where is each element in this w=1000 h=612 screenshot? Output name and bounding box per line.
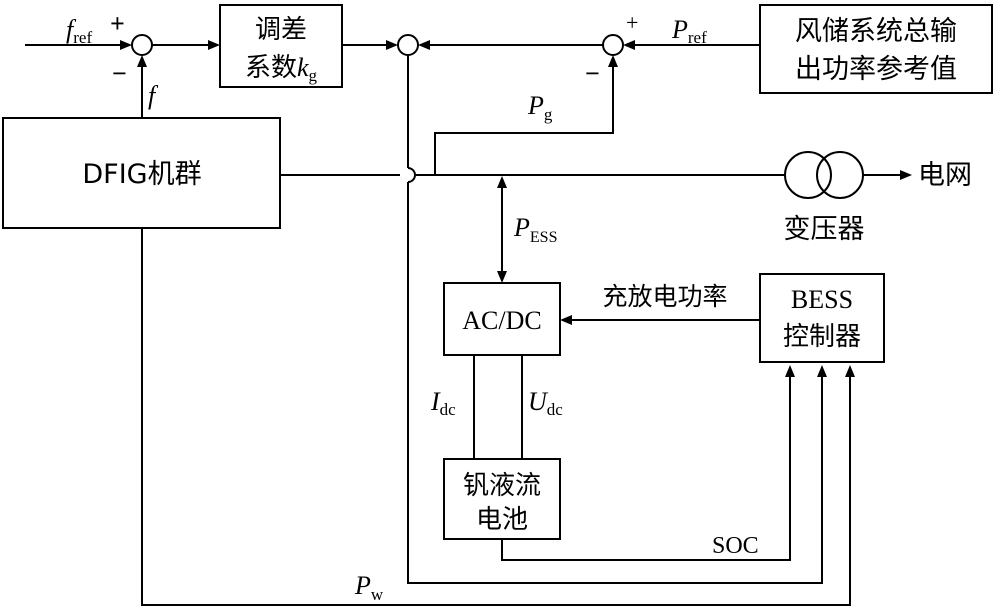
udc-label: Udc [528,387,563,419]
summing-junction-power [397,34,419,56]
arrowhead [560,315,572,325]
pw-label: Pw [354,571,384,604]
arrowhead [608,55,618,67]
summing-junction-reference [602,34,624,56]
transformer-label: 变压器 [784,214,865,245]
sum1-minus-sign: − [112,59,127,88]
idc-label: Idc [430,387,456,419]
arrowhead [208,40,220,50]
bess-controller-label-line1: BESS [791,285,853,314]
pess-label: PESS [513,213,557,246]
arrowhead [785,365,795,377]
power-reference-label-line2: 出功率参考值 [795,54,957,85]
arrowhead [817,365,827,377]
soc-label: SOC [712,533,759,559]
transformer-winding-secondary [816,151,864,199]
gain-block-label-line1: 调差 [255,15,307,45]
power-reference-block [759,4,993,94]
arrowhead [900,170,912,180]
battery-label-line2: 电池 [476,505,528,535]
sum1-plus-sign: + [110,9,125,38]
arrowhead [418,40,430,50]
dfig-cluster-label: DFIG机群 [82,159,201,190]
grid-label: 电网 [918,160,972,191]
pg-label: Pg [527,91,553,124]
soc-signal-line [501,377,791,561]
arrowhead [137,55,147,67]
arrowhead [386,40,398,50]
fref-label: fref [66,15,92,47]
summing-junction-frequency [131,34,153,56]
bess-controller-label-line2: 控制器 [783,322,861,352]
arrowhead [623,40,635,50]
transformer-winding-primary [784,151,832,199]
power-command-line-lower [407,182,823,584]
arrowhead [120,40,132,50]
battery-label-line1: 钒液流 [463,471,541,501]
sum3-plus-sign: + [626,10,638,35]
pw-signal-line [141,228,851,606]
ac-dc-converter-block [443,282,561,356]
wire-crossover-hop [407,167,416,183]
arrowhead [497,271,507,283]
pref-label: Pref [671,15,707,47]
droop-gain-block [219,4,343,88]
pg-feedback-line [434,67,614,175]
ac-dc-converter-label: AC/DC [462,306,541,335]
f-label: f [148,81,159,110]
power-reference-label-line1: 风储系统总输 [795,16,957,47]
charge-power-label: 充放电功率 [602,282,727,311]
sum3-minus-sign: − [585,59,600,88]
vanadium-battery-block [443,458,561,540]
bess-controller-block [759,273,885,363]
gain-block-label-line2: 系数kg [245,53,318,85]
arrowhead [497,176,507,188]
arrowhead [845,365,855,377]
